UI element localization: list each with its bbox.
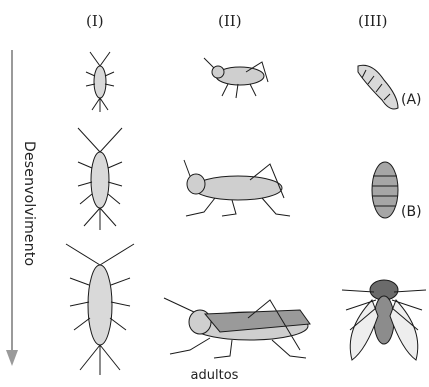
fly-larva: [358, 65, 398, 109]
silverfish-medium: [78, 128, 122, 230]
grasshopper-nymph-small: [204, 58, 268, 98]
silverfish-small: [86, 52, 114, 112]
stage-label-B: (B): [401, 204, 422, 220]
silverfish-adult: [66, 244, 134, 375]
development-axis-label: Desenvolvimento: [21, 141, 37, 251]
development-arrow-head: [6, 350, 18, 366]
fly-adult: [342, 280, 426, 360]
grasshopper-nymph-large: [184, 160, 290, 216]
fly-pupa: [372, 162, 398, 218]
grasshopper-adult: [164, 298, 310, 358]
stage-label-A: (A): [401, 92, 422, 108]
adults-caption: adultos: [0, 368, 429, 383]
